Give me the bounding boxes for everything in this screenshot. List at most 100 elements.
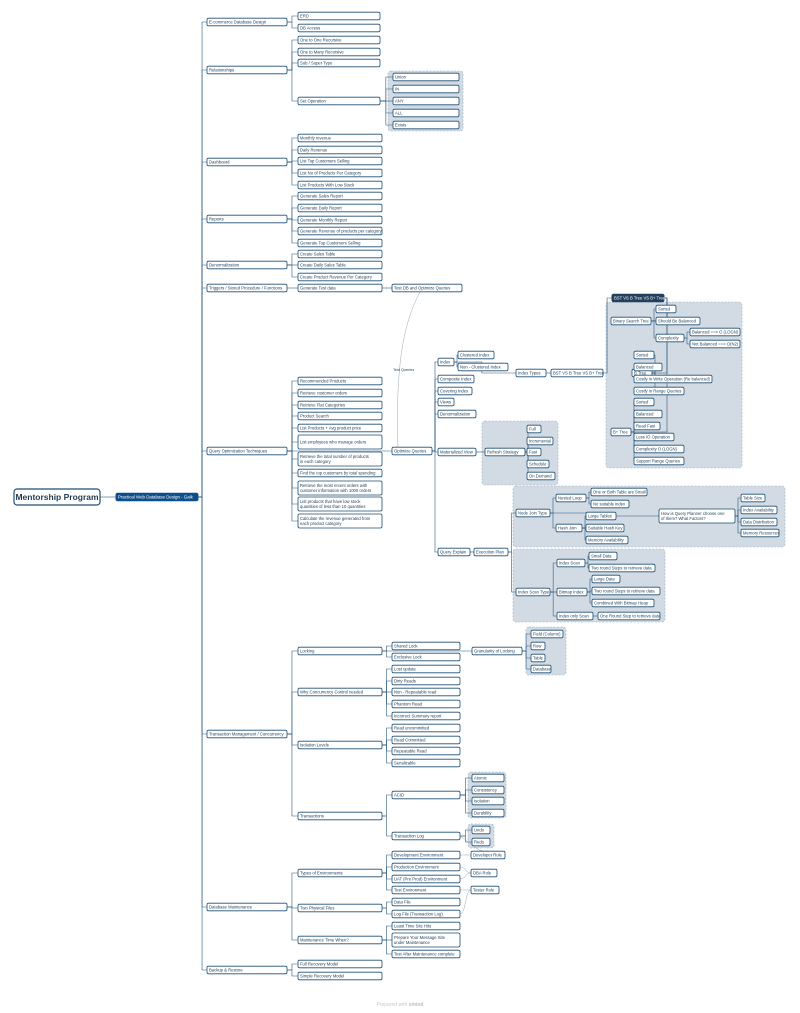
topic-repeatable-read[interactable]: Repeatable Read	[391, 746, 461, 756]
topic-production-environment[interactable]: Production Environment	[391, 862, 461, 872]
topic-acid[interactable]: ACID	[391, 790, 461, 800]
topic-isolation[interactable]: Isolation	[471, 796, 505, 806]
topic-simple-recovery-model[interactable]: Simple Recovery Model	[297, 971, 383, 981]
topic-find-the-top-customers-by-total-spending[interactable]: Find the top customers by total spending	[297, 468, 383, 478]
topic-test-db-and-optimize-queries[interactable]: Test DB and Optimize Queries	[391, 283, 463, 293]
topic-should-be-balanced[interactable]: Should Be Balanced	[655, 316, 701, 326]
topic-tester-role[interactable]: Tester Role	[470, 885, 500, 895]
topic-database[interactable]: Database	[530, 664, 552, 674]
topic-transaction-log[interactable]: Transaction Log	[391, 831, 461, 841]
topic-schedule[interactable]: Schedule	[526, 459, 550, 469]
topic-two-physical-files[interactable]: Two Physical Files	[297, 903, 383, 913]
topic-dirty-reads[interactable]: Dirty Reads	[391, 676, 461, 686]
topic-index-only-scan[interactable]: Index only Scan	[556, 611, 594, 621]
topic-memory-availability[interactable]: Memory Availability	[585, 535, 629, 545]
topic-data-distribution[interactable]: Data Distribution	[740, 517, 778, 527]
topic-sub-super-type[interactable]: Sub / Super Type	[297, 58, 381, 68]
topic-complexity-o-logn[interactable]: Complexity O (LOGN)	[633, 444, 685, 454]
topic-durability[interactable]: Durability	[471, 808, 505, 818]
topic-exclusive-lock[interactable]: Exclusive Lock	[391, 652, 461, 662]
topic-list-products-that-have-low-stock-quantities-of-less-than-10-quantities[interactable]: List products that have low stockquantit…	[297, 496, 383, 512]
topic-clustered-index[interactable]: Clustered Index	[457, 350, 495, 360]
topic-all[interactable]: ALL	[392, 108, 460, 118]
topic-bst-vs-b-tree-vs-b-tree[interactable]: BST VS B Tree VS B+ Tree	[550, 368, 605, 378]
topic-incremental[interactable]: Incremental	[526, 436, 554, 446]
topic-support-range-queries[interactable]: Support Range Queries	[633, 456, 685, 466]
topic-table-size[interactable]: Table Size	[740, 493, 766, 503]
topic-monthly-revenue[interactable]: Monthly revenue	[297, 133, 383, 143]
topic-union[interactable]: Union	[392, 72, 460, 82]
topic-execution-plan[interactable]: Execution Plan	[473, 547, 509, 557]
topic-less-io-operation[interactable]: Less IO Operation	[633, 432, 675, 442]
topic-db-access[interactable]: DB Access	[297, 23, 381, 33]
topic-memory-resources[interactable]: Memory Resources	[740, 528, 780, 538]
topic-full[interactable]: Full	[526, 424, 542, 434]
topic-sorted[interactable]: Sorted	[633, 397, 655, 407]
topic-binary-search-tree[interactable]: Binary Search Tree	[610, 316, 652, 326]
topic-combined-with-bitmap-heap[interactable]: Combined With Bitmap Heap	[591, 598, 655, 608]
topic-two-round-steps-to-retrieve-data[interactable]: Two round Steps to retrieve data	[591, 586, 661, 596]
topic-field-column[interactable]: Field (Column)	[530, 629, 564, 639]
topic-non-clustered-index[interactable]: Non - Clustered Index	[457, 362, 509, 372]
topic-incorrect-summary-report[interactable]: Incorrect Summary report	[391, 711, 461, 721]
topic-create-product-revenue-per-category[interactable]: Create Product Revenue Per Category	[297, 272, 383, 282]
topic-e-commerce-database-design[interactable]: E-commerce Database Design	[206, 17, 288, 27]
topic-optimize-queries[interactable]: Optimize Queries	[391, 446, 433, 456]
topic-locking[interactable]: Locking	[297, 646, 383, 656]
topic-triggers-stored-procedure-functions[interactable]: Triggers / Stored Procedure / Functions	[206, 283, 288, 293]
topic-reports[interactable]: Reports	[206, 214, 288, 224]
topic-data-file[interactable]: Data File	[391, 897, 461, 907]
topic-generate-monthly-report[interactable]: Generate Monthly Report	[297, 215, 383, 225]
topic-read-committed[interactable]: Read Committed	[391, 735, 461, 745]
topic-exists[interactable]: Exists	[392, 120, 460, 130]
topic-balanced-o-logn[interactable]: Balanced ==> O (LOGN)	[689, 327, 741, 337]
topic-non-repeatable-read[interactable]: Non - Repeatable read	[391, 687, 461, 697]
topic-practical-web-database-design-gaik[interactable]: Practical Web Database Design - Gaik	[115, 492, 199, 502]
topic-retrieve-the-most-recent-orders-with-customer-information-with-1000-orders[interactable]: Retrieve the most recent orders withcust…	[297, 480, 383, 496]
topic-list-top-customers-selling[interactable]: List Top Customers Selling	[297, 156, 383, 166]
topic-query-optimization-techniques[interactable]: Query Optimization Techniques	[206, 446, 288, 456]
topic-no-suitable-index[interactable]: No suitable index	[590, 499, 630, 509]
topic-hash-join[interactable]: Hash Join	[555, 523, 583, 533]
topic-retrieve-flat-categories[interactable]: Retrieve Flat Categories	[297, 400, 383, 410]
topic-fast[interactable]: Fast	[526, 447, 542, 457]
topic-large-tables[interactable]: Large Tables	[585, 511, 617, 521]
topic-log-file-transaction-log[interactable]: Log File (Transaction Log)	[391, 909, 461, 919]
topic-consistency[interactable]: Consistency	[471, 785, 505, 795]
topic-relationships[interactable]: Relationships	[206, 65, 288, 75]
topic-isolation-levels[interactable]: Isolation Levels	[297, 740, 383, 750]
topic-retrieve-the-total-number-of-products-in-each-category[interactable]: Retrieve the total number of productsin …	[297, 451, 383, 467]
topic-balanced[interactable]: Balanced	[633, 409, 663, 419]
topic-full-recovery-model[interactable]: Full Recovery Model	[297, 959, 383, 969]
topic-erd[interactable]: ERD	[297, 11, 381, 21]
topic-list-products-with-low-stock[interactable]: List Products With Low Stock	[297, 180, 383, 190]
topic-any[interactable]: ANY	[392, 96, 460, 106]
topic-generate-sales-report[interactable]: Generate Sales Report	[297, 191, 383, 201]
topic-list-no-of-products-per-category[interactable]: List No of Products Per Category	[297, 168, 383, 178]
topic-read-uncommitted[interactable]: Read uncommitted	[391, 723, 461, 733]
topic-table[interactable]: Table	[530, 653, 546, 663]
topic-one-to-many-recursive[interactable]: One to Many Recursive	[297, 47, 381, 57]
topic-small-data[interactable]: Small Data	[588, 551, 618, 561]
topic-balanced[interactable]: Balanced	[633, 362, 663, 372]
topic-lost-update[interactable]: Lost update	[391, 664, 461, 674]
topic-mentorship-program[interactable]: Mentorship Program	[13, 488, 101, 506]
topic-query-explain[interactable]: Query Explain	[437, 547, 471, 557]
topic-index-scan-type[interactable]: Index Scan Type	[515, 587, 551, 597]
topic-uat-pre-prod-environment[interactable]: UAT (Pre Prod) Environment	[391, 874, 461, 884]
topic-read-fast[interactable]: Read Fast	[633, 421, 661, 431]
topic-database-maintenance[interactable]: Database Maintenance	[206, 902, 288, 912]
topic-shared-lock[interactable]: Shared Lock	[391, 641, 461, 651]
topic-why-concurrency-control-needed[interactable]: Why Concurrency Control needed	[297, 687, 383, 697]
topic-sorted[interactable]: Sorted	[633, 350, 655, 360]
topic-large-data[interactable]: Large Data	[591, 574, 621, 584]
topic-complexity[interactable]: Complexity	[655, 333, 685, 343]
topic-covering-index[interactable]: Covering Index	[437, 386, 473, 396]
topic-undo[interactable]: Undo	[471, 825, 491, 835]
topic-transactions[interactable]: Transactions	[297, 811, 383, 821]
topic-costly-in-range-queries[interactable]: Costly in Range Queries	[633, 386, 685, 396]
topic-list-products-avg-product-price[interactable]: List Products + Avg product price	[297, 423, 383, 433]
topic-views[interactable]: Views	[437, 397, 455, 407]
topic-serializable[interactable]: Serializable	[391, 758, 461, 768]
